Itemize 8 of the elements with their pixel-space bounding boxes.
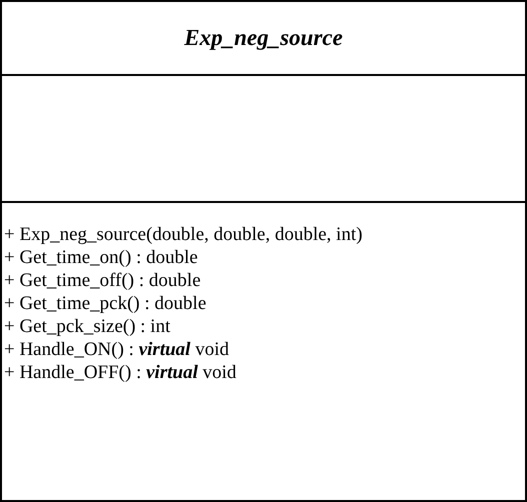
method-signature: + Exp_neg_source(double, double, double, int) (4, 223, 364, 246)
method-signature: + Get_time_on() : double (4, 246, 199, 269)
method-signature: + Get_pck_size() : int (4, 315, 172, 338)
method-signature: + Handle_ON() : virtual void (4, 338, 230, 361)
class-name: Exp_neg_source (184, 24, 343, 52)
method-signature: + Get_time_off() : double (4, 269, 202, 292)
method-signature: + Handle_OFF() : virtual void (4, 361, 238, 384)
method-signature: + Get_time_pck() : double (4, 292, 208, 315)
